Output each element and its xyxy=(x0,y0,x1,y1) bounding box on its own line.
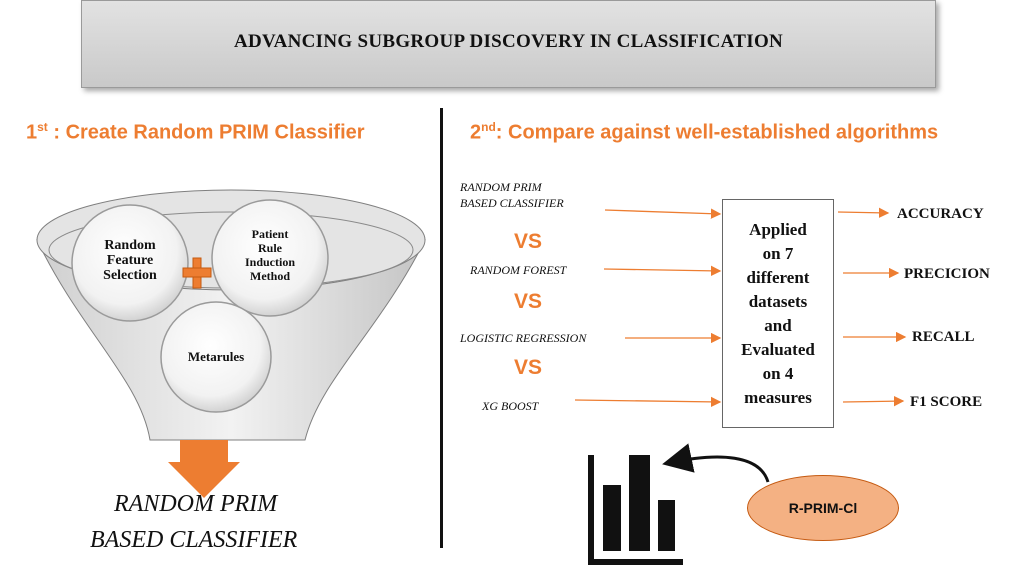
algorithm-logistic-regression: LOGISTIC REGRESSION xyxy=(460,331,587,345)
metric-accuracy: ACCURACY xyxy=(897,206,984,222)
feature-selection-label: Random Feature Selection xyxy=(103,238,157,283)
algorithm-rprim-line1: RANDOM PRIM xyxy=(460,180,542,194)
plus-icon xyxy=(182,257,212,289)
metric-recall: RECALL xyxy=(912,329,975,345)
down-arrow-icon xyxy=(168,440,240,498)
step1-heading: 1st : Create Random PRIM Classifier xyxy=(26,120,365,144)
circle-metarules xyxy=(160,301,272,413)
vs-label-3: VS xyxy=(514,356,543,379)
prim-label: Patient Rule Induction Method xyxy=(244,227,296,283)
algorithm-rprim: RANDOM PRIM BASED CLASSIFIER xyxy=(460,179,564,211)
curved-arrow xyxy=(662,443,770,483)
output-line-2: BASED CLASSIFIER xyxy=(90,527,298,553)
bar-chart-icon xyxy=(588,455,683,565)
metarules-label: Metarules xyxy=(187,349,245,364)
section-divider xyxy=(440,108,443,548)
funnel-diagram xyxy=(36,189,426,498)
evaluation-text: Applied on 7 different datasets and Eval… xyxy=(741,219,815,407)
circle-prim xyxy=(211,199,329,317)
arrow-random-forest xyxy=(603,265,722,277)
metric-f1-score: F1 SCORE xyxy=(910,394,983,410)
metric-precision: PRECICION xyxy=(904,266,990,282)
arrow-rprim xyxy=(604,208,722,219)
page-title: ADVANCING SUBGROUP DISCOVERY IN CLASSIFI… xyxy=(233,31,784,52)
rprim-label: R-PRIM-Cl xyxy=(788,500,858,516)
circle-feature-selection xyxy=(71,204,189,322)
arrow-xgboost xyxy=(574,396,722,408)
algorithm-xgboost: XG BOOST xyxy=(482,399,539,413)
title-banner: ADVANCING SUBGROUP DISCOVERY IN CLASSIFI… xyxy=(81,0,936,88)
vs-label-2: VS xyxy=(514,290,543,313)
arrow-accuracy xyxy=(837,207,890,219)
arrow-f1 xyxy=(842,395,905,407)
output-line-1: RANDOM PRIM xyxy=(114,491,278,517)
evaluation-box: Applied on 7 different datasets and Eval… xyxy=(722,199,834,428)
step2-heading: 2nd: Compare against well-established al… xyxy=(470,120,939,144)
vs-label-1: VS xyxy=(514,230,543,253)
algorithm-random-forest: RANDOM FOREST xyxy=(470,263,567,277)
algorithm-rprim-line2: BASED CLASSIFIER xyxy=(460,196,564,210)
rprim-bubble: R-PRIM-Cl xyxy=(747,475,899,541)
